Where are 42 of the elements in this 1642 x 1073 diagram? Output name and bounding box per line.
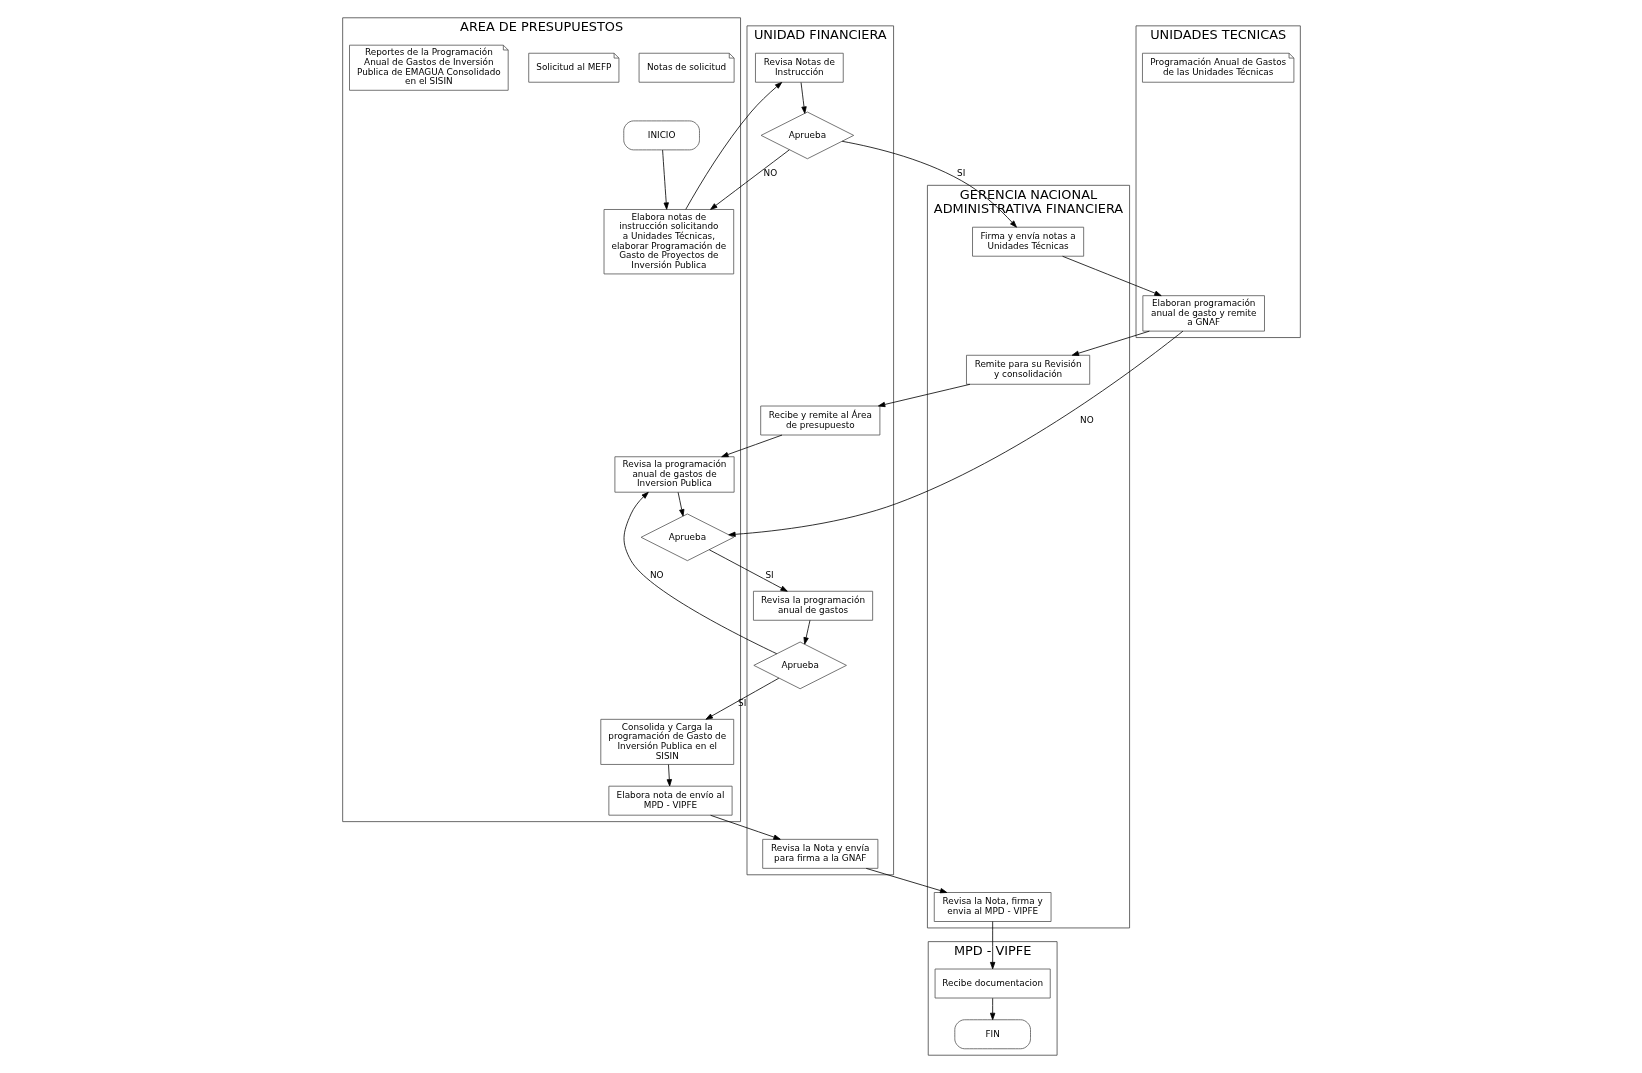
arrow [709, 814, 781, 840]
node-box: Revisa Notas de Instrucción [754, 52, 844, 83]
arrow [1061, 255, 1162, 297]
node-box: Elaboran programación anual de gasto y remite a GNAF [1141, 295, 1265, 332]
node-box: Elabora nota de envío al MPD - VIPFE [607, 785, 732, 816]
node-box: INICIO [622, 120, 700, 151]
arrow [877, 383, 970, 408]
arrow [677, 491, 684, 517]
arrow [705, 677, 779, 720]
arrow [666, 764, 672, 787]
arrow [803, 619, 810, 645]
node-diamond: Aprueba [752, 641, 847, 690]
node-box: Revisa la Nota y envía para firma a la GNAF [761, 838, 878, 869]
node-box: Revisa la Nota, firma y envia al MPD - VIPFE [933, 892, 1051, 922]
arrow [623, 491, 777, 655]
node-box: Revisa la programación anual de gastos [752, 590, 873, 621]
arrow [800, 82, 807, 114]
arrow [727, 330, 1183, 537]
node-box: Elabora notas de instrucción solicitando a Unidades Técnicas, elaborar Programación de Gasto de Proyectos de Inversión Publica [603, 209, 734, 275]
arrow [841, 140, 1017, 228]
node-box: Consolida y Carga la programación de Gasto de Inversión Publica en el SISIN [599, 718, 734, 765]
node-box: Revisa la programación anual de gastos de Inversion Publica [614, 456, 734, 493]
edge-label: SI [956, 168, 965, 179]
edge-label: SI [764, 570, 774, 581]
arrow [708, 549, 788, 592]
arrow [989, 921, 995, 970]
arrow [661, 149, 669, 210]
node-box: FIN [953, 1019, 1031, 1050]
arrow [865, 868, 947, 894]
arrow [709, 149, 790, 210]
arrow [684, 82, 782, 210]
node-box: Recibe documentacion [934, 968, 1051, 999]
edge-label: NO [649, 570, 664, 581]
edge-label: NO [1079, 414, 1094, 425]
node-box: Remite para su Revisión y consolidación [965, 354, 1090, 385]
arrow [720, 434, 782, 458]
arrow [989, 997, 995, 1021]
node-box: Firma y envía notas a Unidades Técnicas [971, 226, 1084, 257]
node-box: Recibe y remite al Área de presupuesto [759, 405, 880, 436]
arrow [1071, 330, 1150, 356]
edge-label: NO [763, 168, 777, 179]
node-diamond: Aprueba [760, 111, 854, 160]
